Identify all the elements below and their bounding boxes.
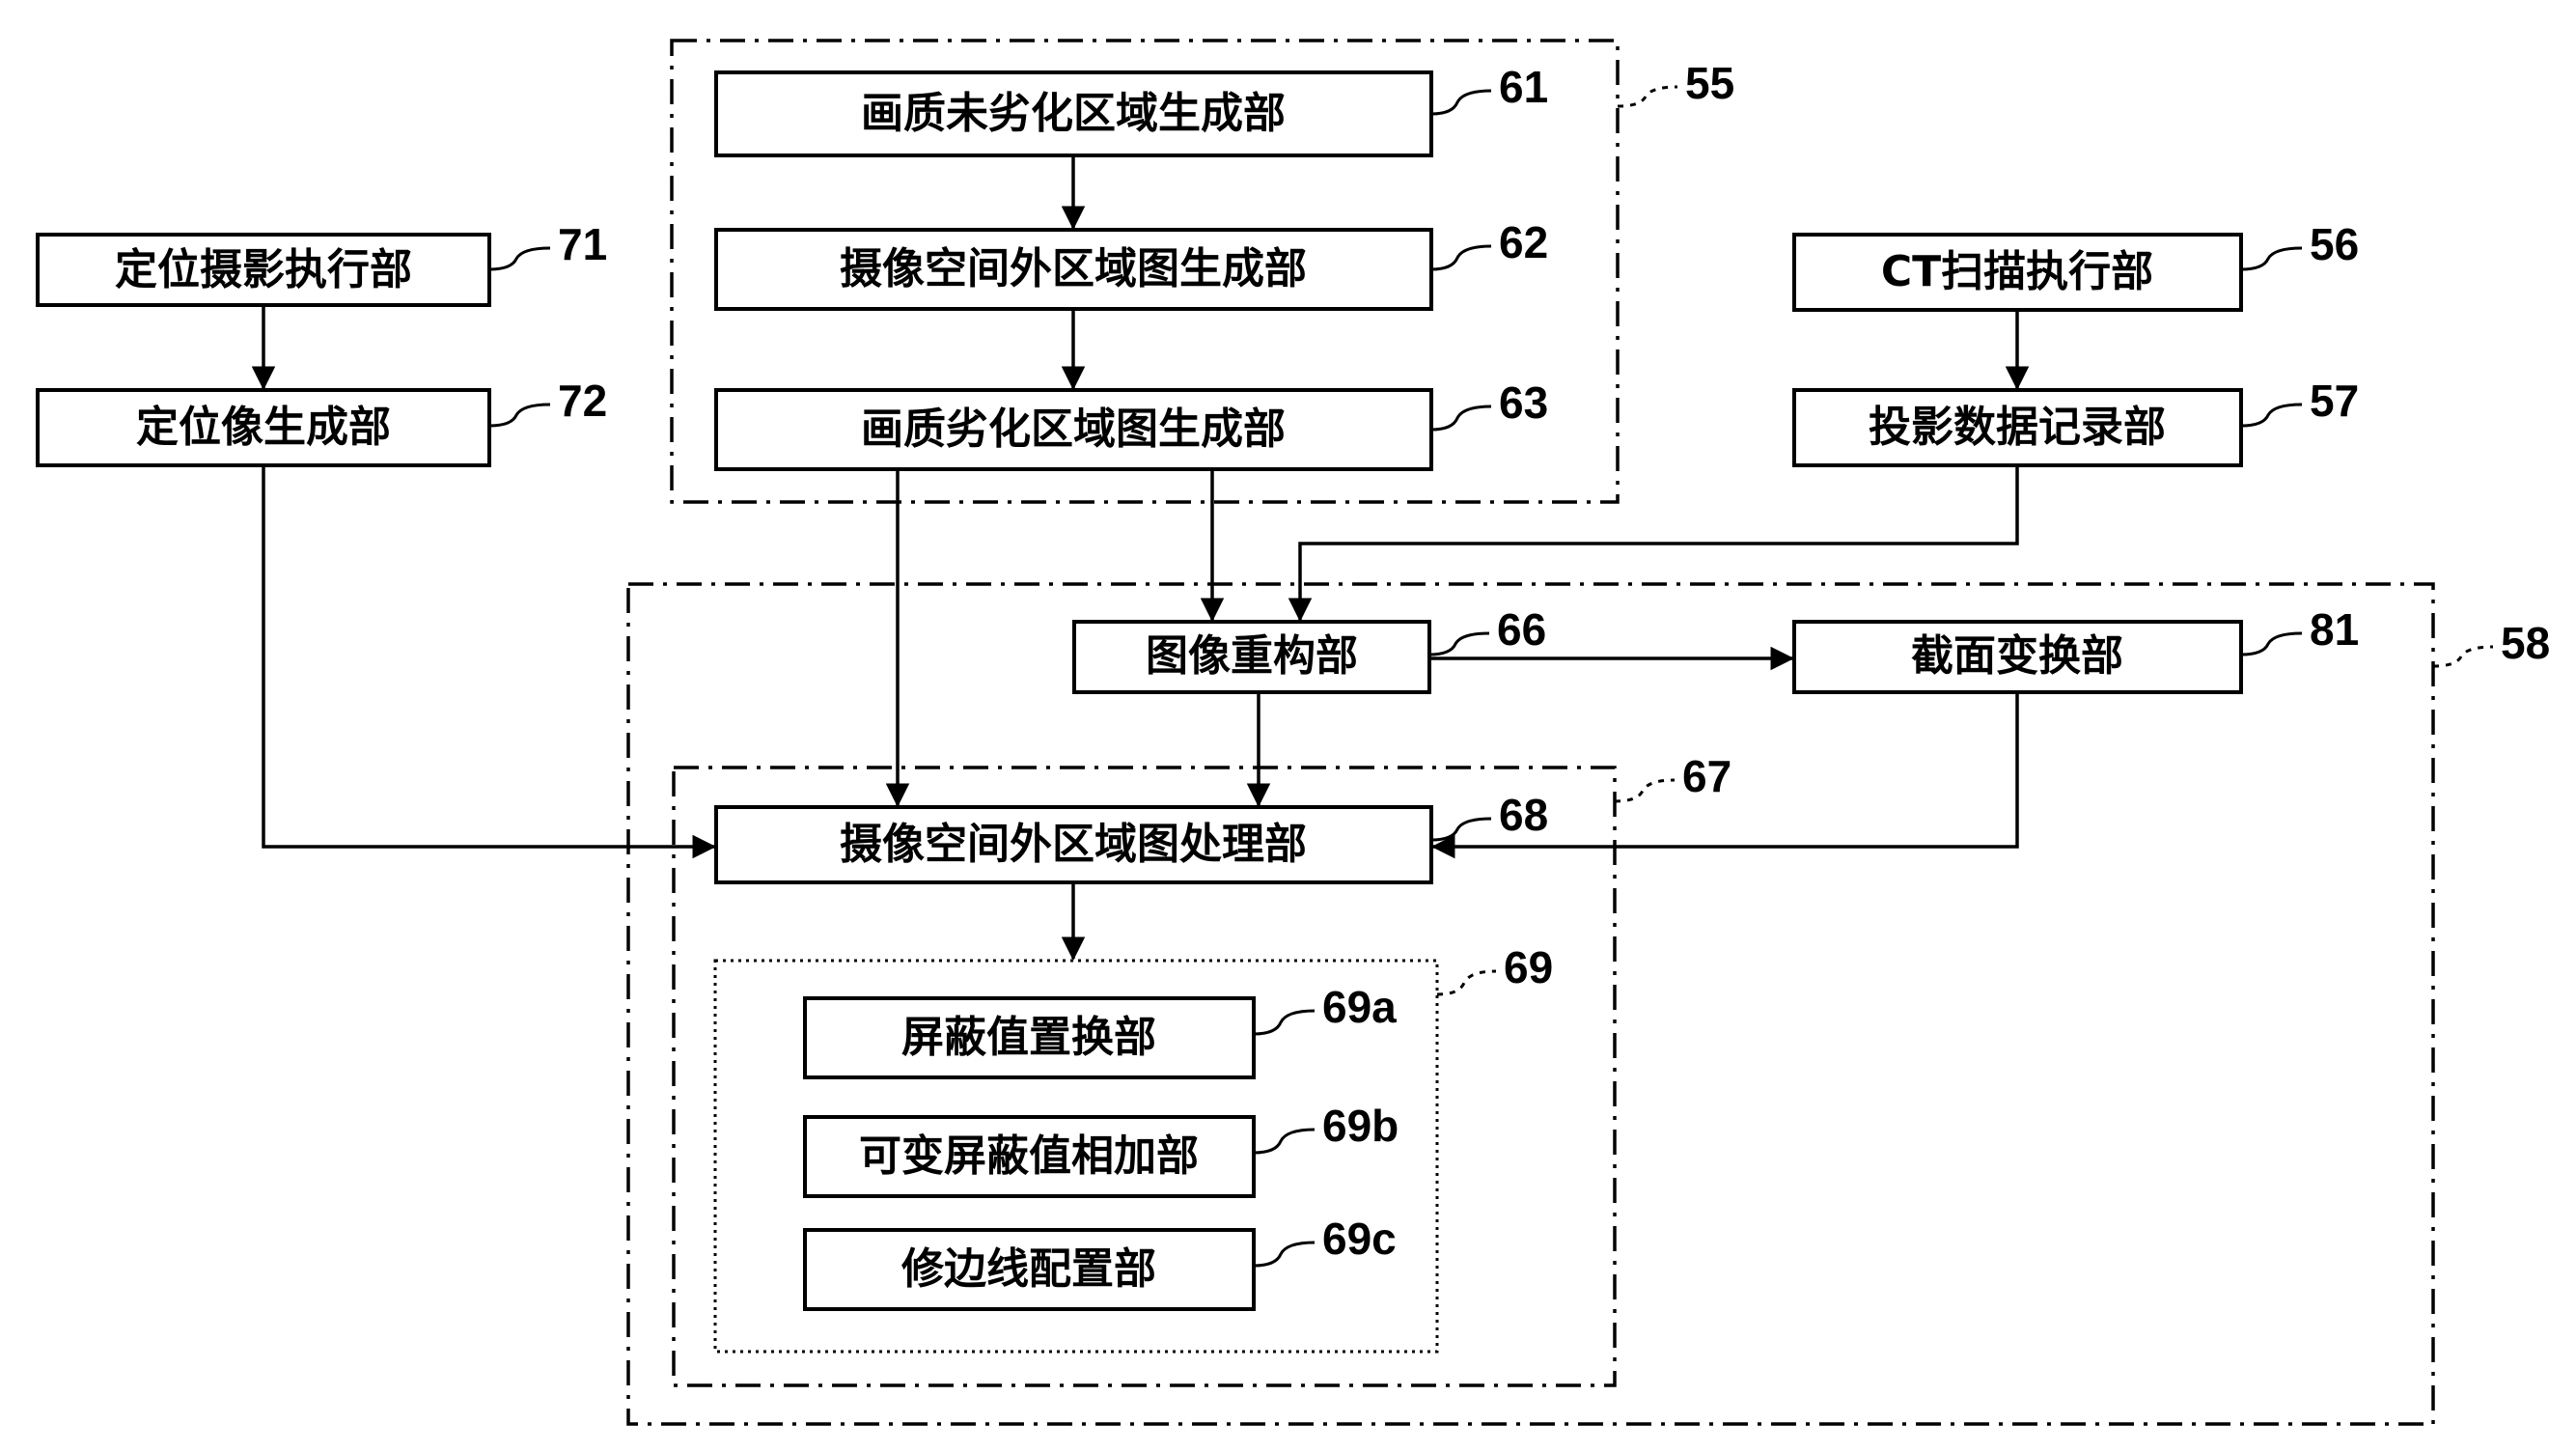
leader-56: [2240, 246, 2303, 271]
block-62-label: 摄像空间外区域图生成部: [840, 244, 1307, 293]
block-69a: 屏蔽值置换部: [803, 996, 1256, 1079]
leader-72: [488, 403, 551, 428]
ref-61: 61: [1499, 62, 1548, 112]
leader-57: [2240, 403, 2303, 428]
leader-69a: [1253, 1009, 1316, 1036]
ref-69: 69: [1504, 942, 1553, 992]
leader-68: [1430, 817, 1492, 842]
leader-55: [1617, 85, 1678, 108]
ref-67: 67: [1682, 751, 1731, 801]
ref-58: 58: [2501, 618, 2550, 668]
leader-58: [2432, 645, 2494, 668]
ref-72: 72: [558, 376, 607, 426]
ref-68: 68: [1499, 790, 1548, 840]
ref-56: 56: [2310, 219, 2359, 269]
block-72: 定位像生成部: [36, 388, 491, 467]
arrow-81-to-68: [1430, 692, 2019, 859]
ref-63: 63: [1499, 377, 1548, 428]
group-55-frame: [670, 39, 1620, 504]
block-57-label: 投影数据记录部: [1869, 403, 2166, 452]
block-71: 定位摄影执行部: [36, 233, 491, 307]
group-67-frame: [672, 766, 1617, 1387]
block-66-label: 图像重构部: [1146, 631, 1358, 681]
block-69c-label: 修边线配置部: [901, 1244, 1156, 1294]
ref-69c: 69c: [1322, 1214, 1397, 1264]
ref-69b: 69b: [1322, 1101, 1399, 1151]
ref-57: 57: [2310, 376, 2359, 426]
ref-69a: 69a: [1322, 982, 1397, 1032]
ref-62: 62: [1499, 217, 1548, 267]
leader-81: [2240, 631, 2303, 656]
block-62: 摄像空间外区域图生成部: [714, 228, 1433, 311]
block-69c: 修边线配置部: [803, 1228, 1256, 1311]
block-56-label: CT扫描执行部: [1881, 247, 2153, 296]
block-81-label: 截面变换部: [1911, 631, 2123, 681]
ref-71: 71: [558, 219, 607, 269]
leader-69c: [1253, 1241, 1316, 1268]
leader-69: [1436, 969, 1497, 996]
ref-66: 66: [1497, 604, 1546, 655]
block-57: 投影数据记录部: [1792, 388, 2243, 467]
block-63-label: 画质劣化区域图生成部: [861, 405, 1286, 454]
leader-66: [1428, 631, 1490, 656]
ref-81: 81: [2310, 604, 2359, 655]
leader-62: [1430, 244, 1492, 271]
ref-55: 55: [1685, 58, 1734, 108]
arrow-57-to-66: [1288, 465, 2019, 623]
leader-63: [1430, 405, 1492, 432]
block-69b-label: 可变屏蔽值相加部: [859, 1131, 1199, 1181]
leader-61: [1430, 89, 1492, 116]
block-68: 摄像空间外区域图处理部: [714, 805, 1433, 884]
block-81: 截面变换部: [1792, 620, 2243, 694]
block-69b: 可变屏蔽值相加部: [803, 1115, 1256, 1198]
arrow-72-to-68: [262, 465, 717, 859]
block-61-label: 画质未劣化区域生成部: [861, 89, 1286, 138]
block-66: 图像重构部: [1072, 620, 1431, 694]
block-68-label: 摄像空间外区域图处理部: [840, 820, 1307, 869]
leader-67: [1614, 778, 1676, 803]
block-61: 画质未劣化区域生成部: [714, 70, 1433, 157]
leader-71: [488, 246, 551, 271]
block-72-label: 定位像生成部: [136, 403, 391, 452]
block-69a-label: 屏蔽值置换部: [901, 1013, 1156, 1062]
block-71-label: 定位摄影执行部: [115, 245, 412, 294]
group-58-frame: [626, 582, 2435, 1426]
block-56: CT扫描执行部: [1792, 233, 2243, 312]
block-63: 画质劣化区域图生成部: [714, 388, 1433, 471]
leader-69b: [1253, 1128, 1316, 1155]
